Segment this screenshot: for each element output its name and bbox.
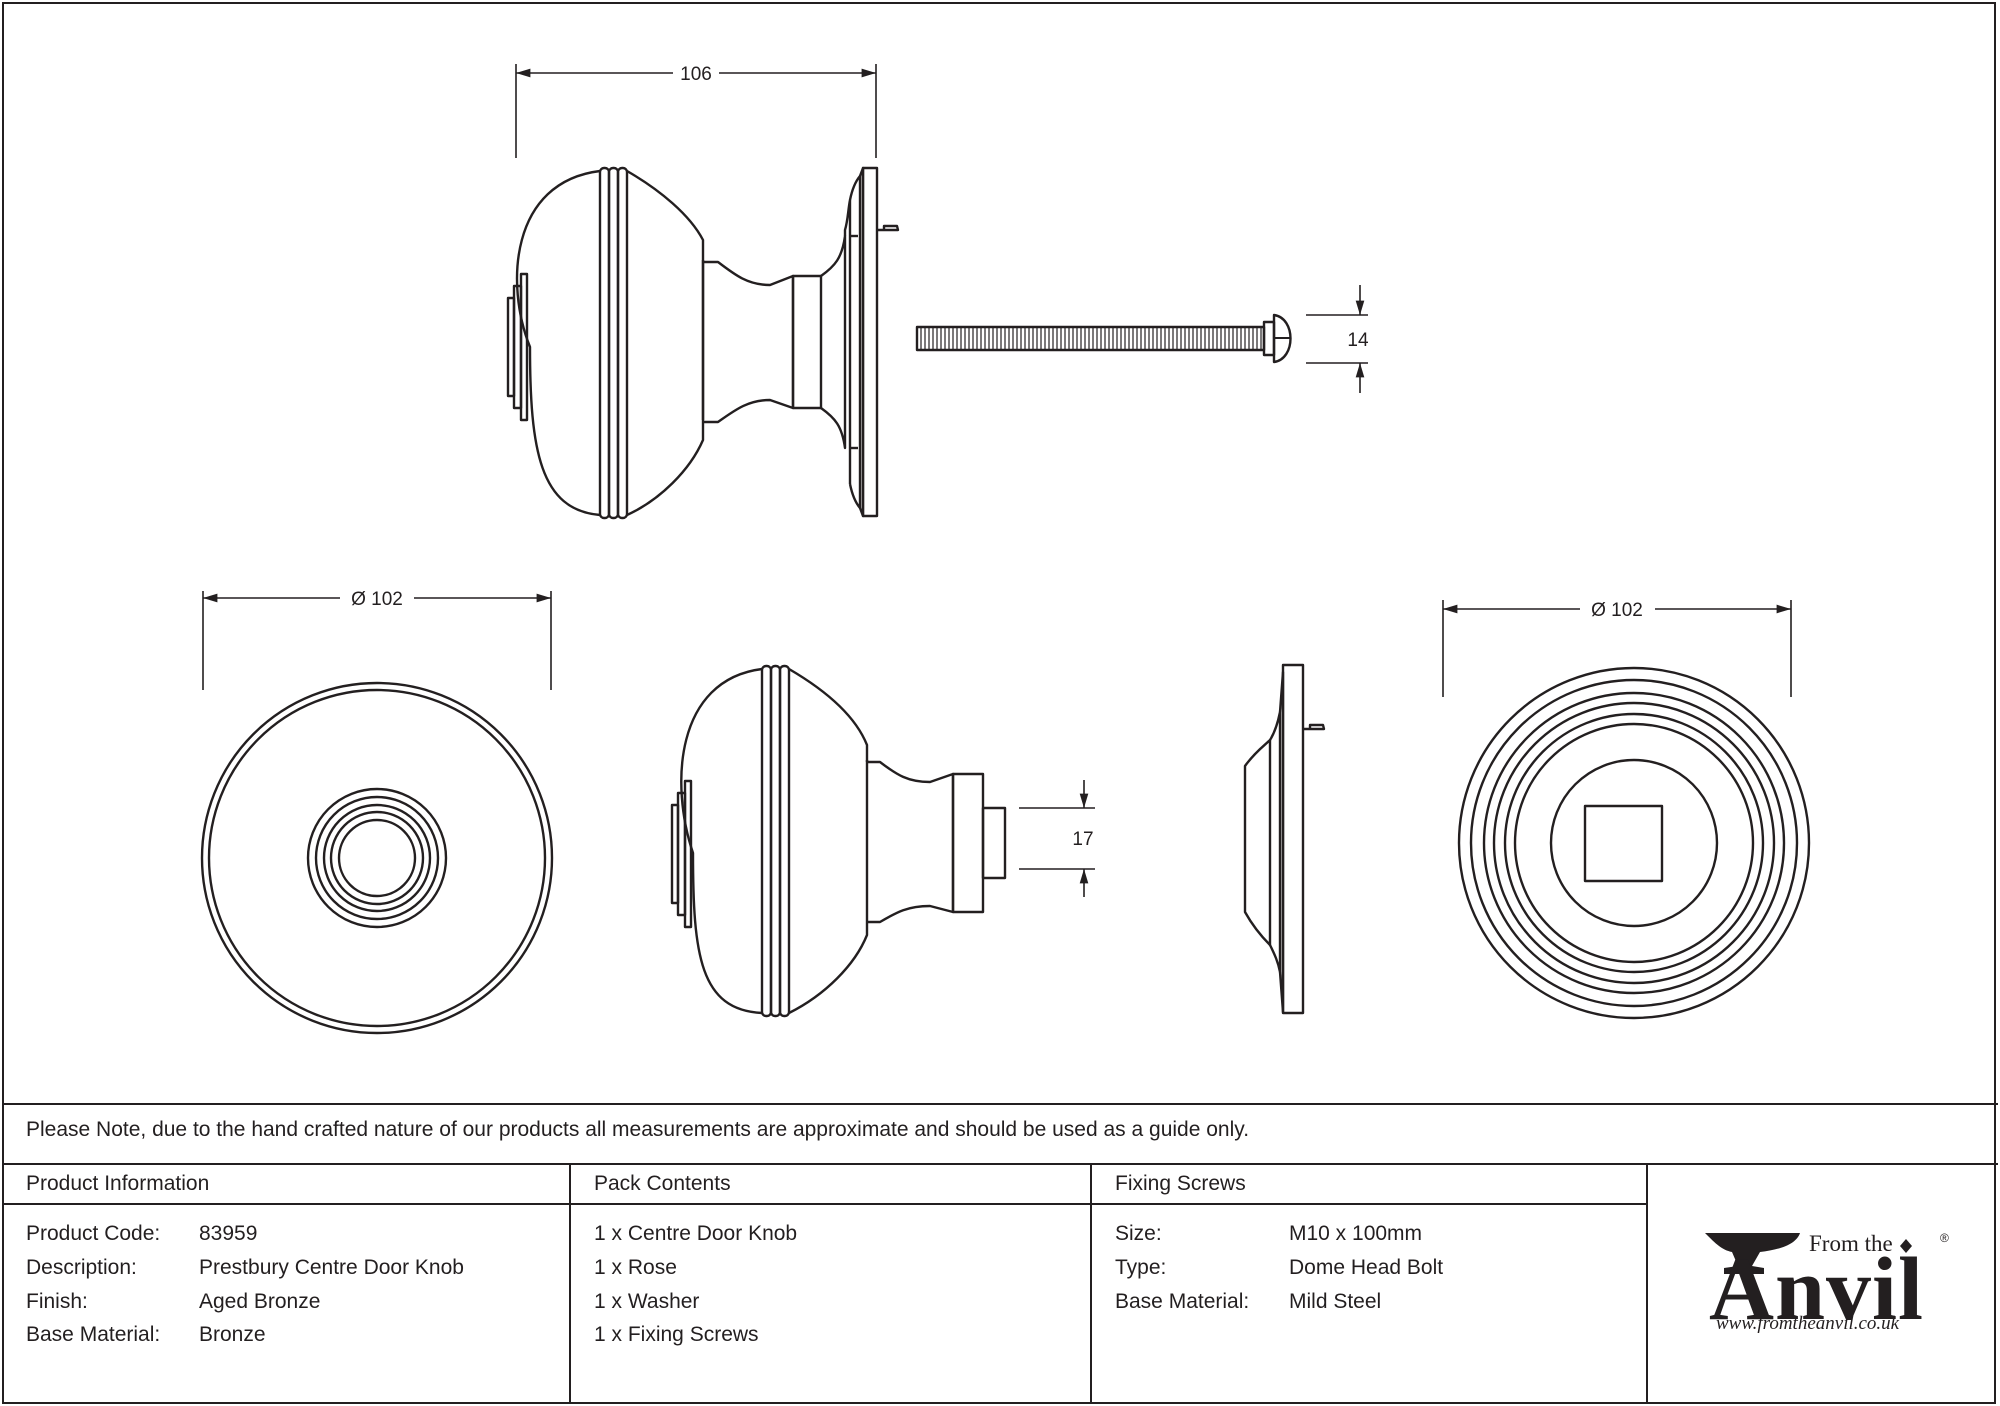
base-material-value: Bronze [199, 1323, 266, 1346]
pack-contents-heading: Pack Contents [594, 1172, 731, 1195]
pack-item: 1 x Fixing Screws [594, 1323, 759, 1346]
knob-side-view-top [506, 166, 900, 520]
description-value: Prestbury Centre Door Knob [199, 1256, 464, 1279]
dim-bolt-head: 14 [1347, 330, 1369, 351]
screw-type-label: Type: [1115, 1256, 1167, 1279]
finish-value: Aged Bronze [199, 1290, 321, 1313]
product-code-label: Product Code: [26, 1222, 161, 1245]
measurement-note: Please Note, due to the hand crafted nat… [26, 1118, 1250, 1141]
dimension-lines [202, 64, 1792, 897]
pack-item: 1 x Rose [594, 1256, 677, 1279]
description-label: Description: [26, 1256, 137, 1279]
screw-size-value: M10 x 100mm [1289, 1222, 1423, 1245]
dim-spindle: 17 [1072, 829, 1093, 850]
product-info-heading: Product Information [26, 1172, 210, 1195]
finish-label: Finish: [26, 1290, 88, 1313]
screw-material-label: Base Material: [1115, 1290, 1250, 1313]
fixing-screws-heading: Fixing Screws [1115, 1172, 1246, 1195]
screw-size-label: Size: [1115, 1222, 1162, 1245]
logo-from-the: From the [1809, 1231, 1893, 1256]
logo-name: Anvil [1709, 1240, 1925, 1339]
info-table-grid [2, 1103, 1998, 1404]
dim-washer-diameter: Ø 102 [1591, 600, 1643, 621]
knob-side-view-bottom [670, 664, 1007, 1018]
base-material-label: Base Material: [26, 1323, 161, 1346]
pack-item: 1 x Centre Door Knob [594, 1222, 798, 1245]
dim-rose-diameter: Ø 102 [351, 589, 403, 610]
logo-registered-mark: ® [1940, 1231, 1949, 1245]
screw-type-value: Dome Head Bolt [1289, 1256, 1444, 1279]
screw-material-value: Mild Steel [1289, 1290, 1382, 1313]
product-code-value: 83959 [199, 1222, 258, 1245]
logo-url: www.fromtheanvil.co.uk [1716, 1313, 1900, 1334]
pack-item: 1 x Washer [594, 1290, 700, 1313]
diamond-icon [1900, 1239, 1912, 1253]
washer-back-view [1457, 666, 1811, 1020]
rose-side-view [1243, 663, 1326, 1015]
anvil-logo-icon [1705, 1233, 1800, 1274]
rose-front-view [200, 681, 554, 1035]
dimension-labels: 106 14 Ø 102 17 Ø 102 [351, 64, 1643, 850]
fixing-bolt [915, 313, 1292, 364]
dim-side-width: 106 [680, 64, 712, 85]
